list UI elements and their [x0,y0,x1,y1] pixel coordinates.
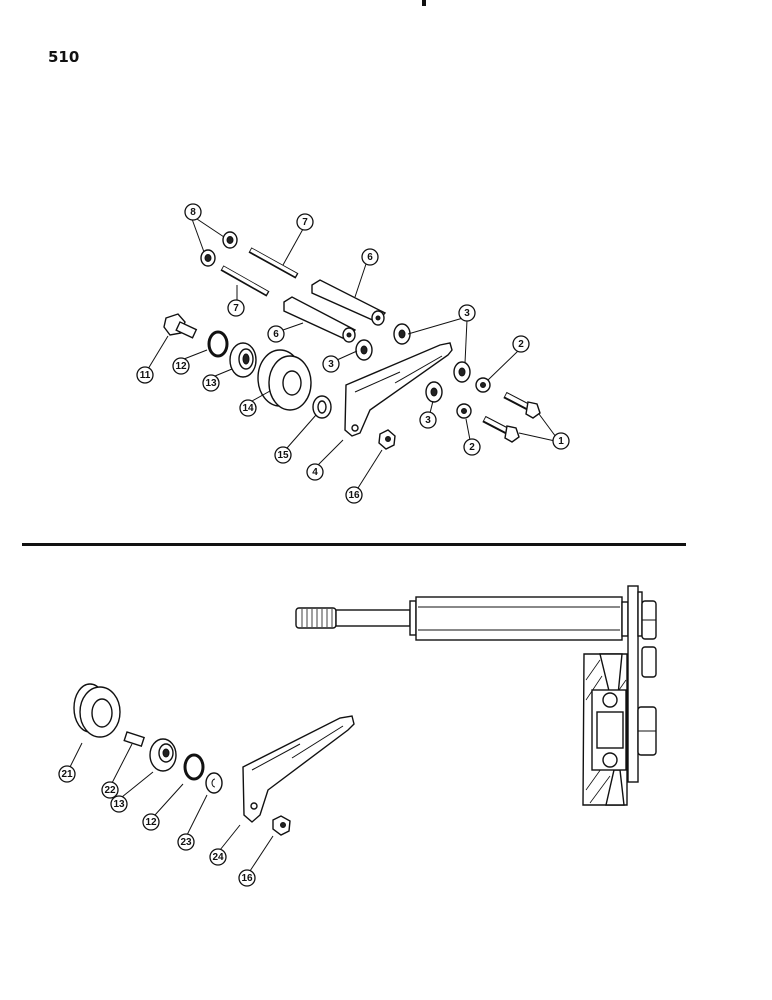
svg-text:6: 6 [273,329,279,340]
bolt-11 [163,313,198,339]
svg-text:15: 15 [277,450,289,461]
callout-7: 7 [296,213,314,231]
snap-ring-12-lower [183,753,205,781]
svg-text:3: 3 [464,308,470,319]
callout-12: 12 [142,813,160,831]
svg-text:6: 6 [367,252,373,263]
svg-text:8: 8 [190,207,196,218]
nut-16 [378,429,396,450]
callout-8: 8 [184,203,202,221]
callout-1: 1 [552,432,570,450]
svg-text:16: 16 [348,490,360,501]
svg-text:2: 2 [469,442,475,453]
svg-text:1: 1 [558,436,564,447]
callout-16: 16 [345,486,363,504]
lower-exploded-view [69,683,355,872]
svg-text:3: 3 [328,359,334,370]
svg-text:7: 7 [302,217,308,228]
washer-3c [453,361,471,383]
bracket-24 [242,715,355,823]
callout-11: 11 [136,366,154,384]
callout-3: 3 [458,304,476,322]
stud-7b [220,265,270,297]
section-divider [22,543,686,546]
spacer-6a [311,279,387,326]
svg-text:2: 2 [518,339,524,350]
callout-21: 21 [58,765,76,783]
callout-2: 2 [463,438,481,456]
callout-7: 7 [227,299,245,317]
callout-3: 3 [419,411,437,429]
svg-text:22: 22 [104,785,116,796]
svg-text:23: 23 [180,837,192,848]
crop-mark [422,0,426,6]
callout-22: 22 [101,781,119,799]
upper-exploded-view [147,218,557,489]
snap-ring-12 [207,330,229,358]
bracket-4 [344,342,453,437]
callout-13: 13 [110,795,128,813]
stud-7a [248,247,299,279]
lock-washer-8b [200,249,216,267]
callout-16: 16 [238,869,256,887]
nut-16-lower [272,815,291,836]
svg-text:12: 12 [175,361,187,372]
washer-3d [425,381,443,403]
pulley-21 [73,683,121,738]
bolt-1a [503,391,541,419]
washer-15 [312,395,332,419]
page-number: 510 [48,48,80,66]
svg-text:16: 16 [241,873,253,884]
callout-14: 14 [239,399,257,417]
callout-23: 23 [177,833,195,851]
lock-washer-8a [222,231,238,249]
svg-text:13: 13 [205,378,217,389]
callout-2: 2 [512,335,530,353]
washer-3a [355,339,373,361]
bolt-1b [482,415,520,443]
svg-text:7: 7 [233,303,239,314]
callout-6: 6 [267,325,285,343]
shaft-22 [123,731,146,748]
pulley-14 [257,349,312,411]
svg-text:13: 13 [113,799,125,810]
leader-lines-lower [69,742,274,872]
svg-text:12: 12 [145,817,157,828]
svg-text:3: 3 [425,415,431,426]
star-washer-2a [475,377,491,393]
callout-15: 15 [274,446,292,464]
callout-3: 3 [322,355,340,373]
callout-24: 24 [209,848,227,866]
washer-23 [205,772,223,794]
svg-text:11: 11 [140,370,151,381]
leader-lines [147,218,557,489]
bearing-13 [229,342,257,378]
star-washer-2b [456,403,472,419]
callout-6: 6 [361,248,379,266]
svg-text:24: 24 [212,852,224,863]
svg-text:14: 14 [242,403,254,414]
svg-text:4: 4 [312,467,318,478]
callout-13: 13 [202,374,220,392]
callout-12: 12 [172,357,190,375]
spacer-6b [283,296,357,343]
assembled-section-view [295,585,657,806]
callout-4: 4 [306,463,324,481]
washer-3b [393,323,411,345]
bearing-13-lower [149,738,177,772]
svg-text:21: 21 [61,769,73,780]
